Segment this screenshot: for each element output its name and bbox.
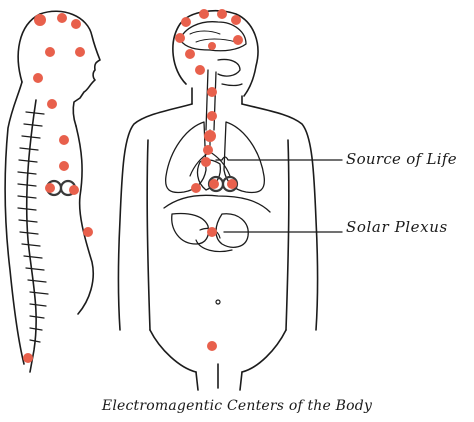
center-dot xyxy=(207,341,217,351)
right-arm-outline xyxy=(241,103,319,331)
center-dot xyxy=(207,87,217,97)
center-dot xyxy=(59,161,69,171)
center-dot xyxy=(231,15,241,25)
center-dot xyxy=(47,99,57,109)
center-dot xyxy=(203,145,213,155)
stomach xyxy=(215,213,249,248)
front-anatomy-figure xyxy=(117,10,319,391)
center-dot xyxy=(23,353,33,363)
label-source-of-life: Source of Life xyxy=(346,150,457,168)
center-dot xyxy=(75,47,85,57)
spine-line xyxy=(25,99,37,373)
center-dot xyxy=(204,130,216,142)
profile-front-outline xyxy=(75,125,94,315)
center-dot xyxy=(191,183,201,193)
navel xyxy=(215,299,221,305)
center-dot xyxy=(195,65,205,75)
left-arm-inner xyxy=(146,139,151,331)
center-dot xyxy=(45,47,55,57)
center-dot xyxy=(233,35,243,45)
center-dot xyxy=(217,9,227,19)
diagram-caption: Electromagentic Centers of the Body xyxy=(101,398,373,414)
neck-outline xyxy=(191,87,243,105)
center-dot xyxy=(71,19,81,29)
vertebrae xyxy=(17,111,49,343)
center-dot xyxy=(69,185,79,195)
energy-centers xyxy=(23,9,243,363)
center-dot xyxy=(33,73,43,83)
center-dot xyxy=(34,14,46,26)
nasal-cavity xyxy=(217,58,243,87)
center-dot xyxy=(181,17,191,27)
esophagus xyxy=(205,69,217,131)
side-profile-figure xyxy=(4,10,101,373)
center-dot xyxy=(185,49,195,59)
center-dot xyxy=(201,157,211,167)
diaphragm xyxy=(163,194,271,213)
left-arm-outline xyxy=(117,103,193,331)
profile-back-outline xyxy=(4,81,25,365)
liver xyxy=(171,212,210,245)
center-dot xyxy=(57,13,67,23)
profile-head-outline xyxy=(17,10,101,127)
center-dot xyxy=(199,9,209,19)
brain-outline xyxy=(179,21,247,52)
pointer-line-source-of-life xyxy=(215,156,343,161)
center-dot xyxy=(45,183,55,193)
center-dot xyxy=(207,111,217,121)
right-arm-inner xyxy=(285,139,290,331)
center-dot xyxy=(227,179,237,189)
label-solar-plexus: Solar Plexus xyxy=(346,218,448,236)
center-dot xyxy=(83,227,93,237)
center-dot xyxy=(59,135,69,145)
center-dot xyxy=(207,227,217,237)
center-dot xyxy=(209,179,219,189)
hip-outline xyxy=(149,329,287,373)
leg-lines xyxy=(195,363,243,391)
center-dot xyxy=(175,33,185,43)
front-head-outline xyxy=(172,10,259,97)
center-dot xyxy=(208,42,216,50)
